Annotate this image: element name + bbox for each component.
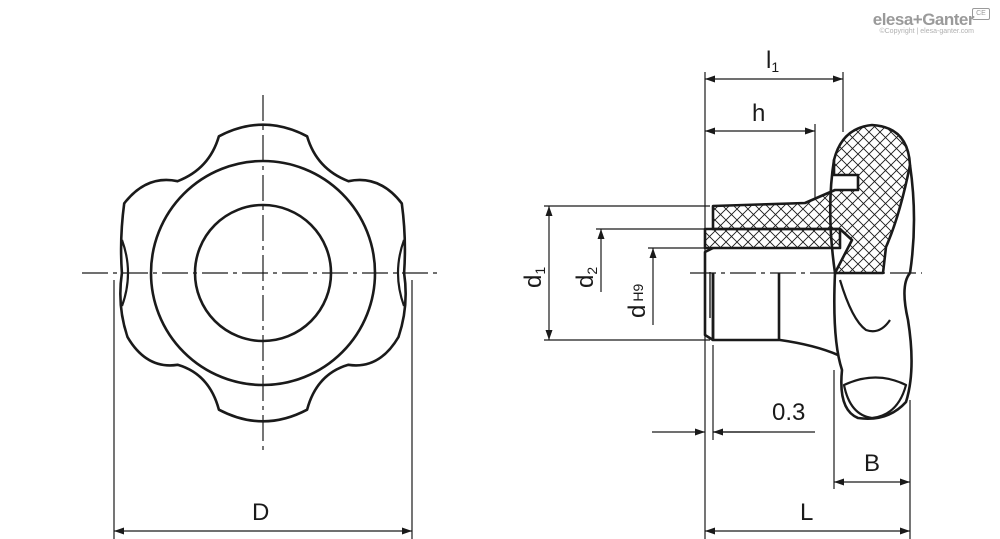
label-D: D: [252, 499, 269, 526]
knob-outer-back: [908, 164, 916, 274]
label-d1: d1: [520, 267, 548, 288]
label-d-H9: dH9: [624, 284, 651, 318]
label-d2: d2: [572, 267, 600, 288]
front-centerlines: [82, 95, 442, 452]
logo-copyright: ©Copyright | elesa-ganter.com: [879, 28, 974, 35]
rim-inner-curve: [838, 279, 891, 333]
ce-badge-icon: CE: [972, 8, 990, 20]
right-lobe-arc: [396, 239, 406, 307]
logo-wordmark: elesa+Ganter: [872, 10, 975, 29]
hatched-collar: [703, 227, 842, 250]
section-hatch: [703, 123, 912, 275]
label-L: L: [800, 499, 813, 526]
knob-rim-outline: [828, 159, 913, 420]
side-dimension-lines: [545, 75, 910, 535]
brand-logo: elesa+Ganter CE ©Copyright | elesa-gante…: [872, 8, 990, 35]
lobed-knob-outline: [119, 123, 407, 423]
dimension-D: [113, 280, 413, 539]
hub-lower-outline: [711, 273, 839, 357]
label-B: B: [864, 450, 880, 477]
side-view: [703, 159, 916, 420]
label-gap: 0.3: [772, 399, 805, 426]
label-h: h: [752, 100, 765, 127]
side-extension-lines: [544, 72, 911, 539]
lower-lobe-cut: [842, 376, 908, 420]
label-l1: l1: [766, 47, 779, 75]
hatched-section-body: [711, 123, 912, 275]
